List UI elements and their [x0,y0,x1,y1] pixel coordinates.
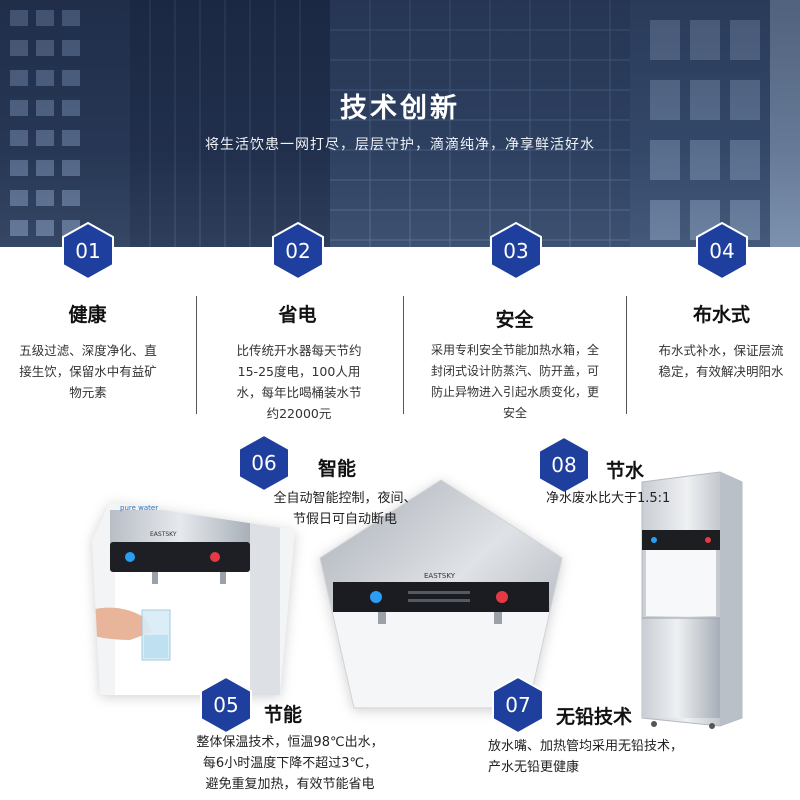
feature-03-title: 安全 [495,309,534,331]
feature-07-desc: 放水嘴、加热管均采用无铅技术，产水无铅更健康 [488,739,684,775]
dispenser-closeup-image-left: pure water EASTSKY [92,502,295,695]
feature-01-title: 健康 [68,304,107,326]
feature-05-desc: 整体保温技术，恒温98℃出水，每6小时温度下降不超过3℃，避免重复加热，有效节能… [196,735,384,792]
feature-02-title: 省电 [278,304,317,326]
hero-overlay [0,0,800,247]
badge-number: 05 [213,693,239,717]
feature-05-badge: 05 [200,676,252,734]
badge-number: 02 [285,239,311,263]
hero-title: 技术创新 [340,93,460,124]
hexagon-icon [62,222,114,280]
badge-number: 06 [251,451,277,475]
feature-04-desc: 布水式补水，保证层流稳定，有效解决明阳水 [658,343,784,379]
hexagon-icon [696,222,748,280]
hexagon-icon [492,676,544,734]
badge-number: 04 [709,239,735,263]
feature-01-desc: 五级过滤、深度净化、直接生饮，保留水中有益矿物元素 [19,343,157,400]
column-divider [196,296,197,414]
hexagon-icon [272,222,324,280]
column-divider [626,296,627,414]
brand-label: EASTSKY [424,572,456,580]
badge-number: 01 [75,239,101,263]
hexagon-icon [200,676,252,734]
badge-number: 07 [505,693,531,717]
feature-01-badge: 01 [62,222,114,280]
standing-dispenser-image [641,471,743,729]
pure-water-label: pure water [120,504,158,512]
feature-08-badge: 08 [538,436,590,494]
badge-number: 03 [503,239,529,263]
feature-06-badge: 06 [238,434,290,492]
feature-02-badge: 02 [272,222,324,280]
feature-05-title: 节能 [264,704,303,726]
brand-label: EASTSKY [150,531,177,538]
feature-03-desc: 采用专利安全节能加热水箱，全封闭式设计防蒸汽、防开盖，可防止异物进入引起水质变化… [430,343,599,420]
hero-subtitle: 将生活饮患一网打尽，层层守护，滴滴纯净，净享鲜活好水 [205,137,595,153]
feature-08-title: 节水 [606,460,645,482]
hexagon-icon [490,222,542,280]
feature-07-badge: 07 [492,676,544,734]
hexagon-icon [238,434,290,492]
hero-banner: 技术创新 将生活饮患一网打尽，层层守护，滴滴纯净，净享鲜活好水 [0,0,800,247]
feature-07-title: 无铅技术 [556,706,633,728]
feature-06-desc: 全自动智能控制，夜间、节假日可自动断电 [273,491,417,527]
city-buildings-illustration [0,0,800,247]
badge-number: 08 [551,453,577,477]
feature-03-badge: 03 [490,222,542,280]
hexagon-icon [538,436,590,494]
column-divider [403,296,404,414]
feature-04-title: 布水式 [692,304,750,326]
feature-06-title: 智能 [318,458,357,480]
feature-08-desc: 净水废水比大于1.5:1 [546,491,671,506]
feature-04-badge: 04 [696,222,748,280]
